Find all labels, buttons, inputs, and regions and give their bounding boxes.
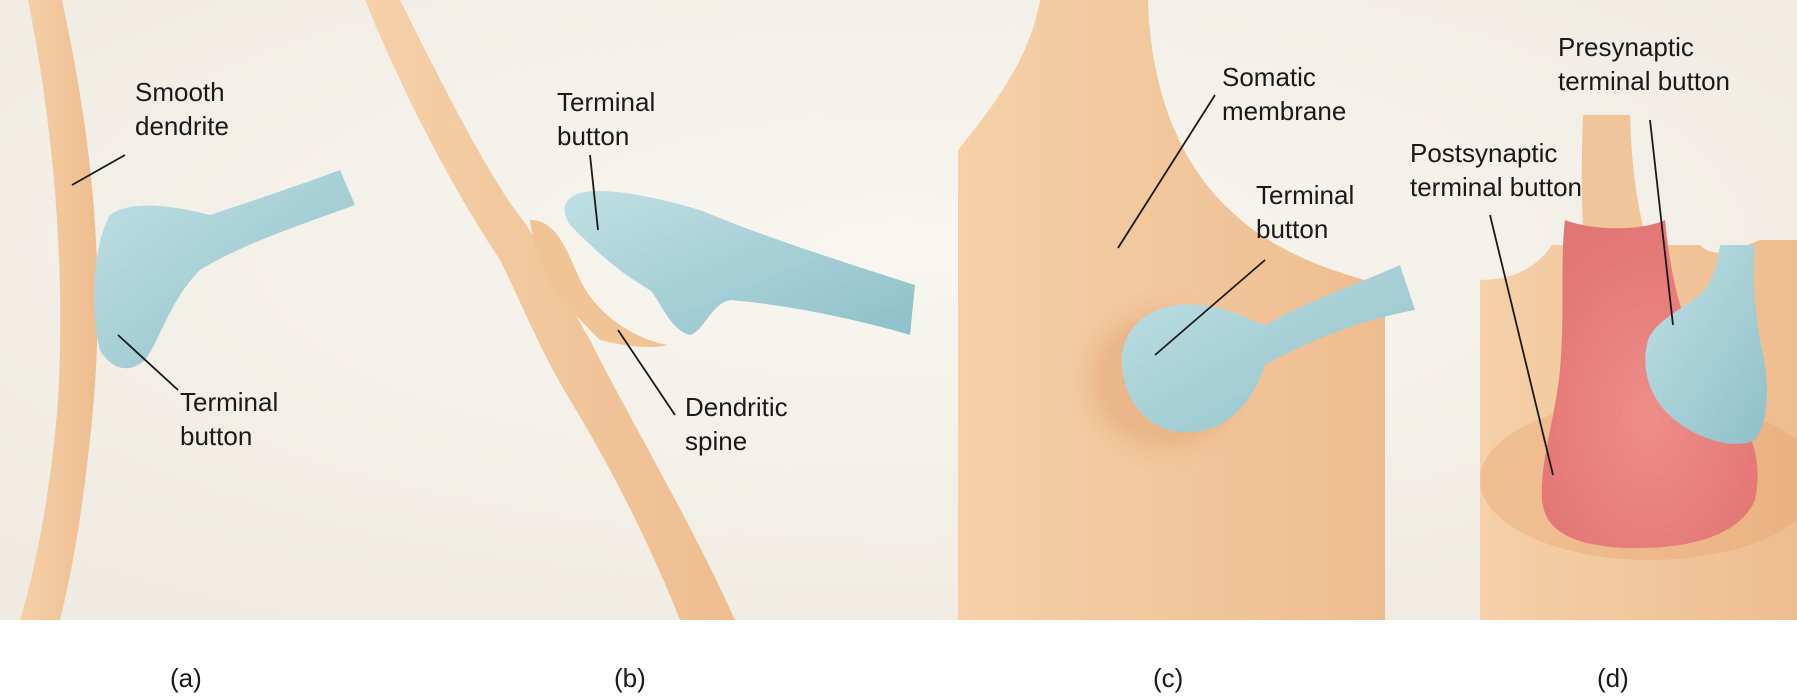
label-presynaptic-terminal-button: Presynaptic terminal button	[1558, 30, 1730, 98]
label-postsynaptic-terminal-button: Postsynaptic terminal button	[1410, 136, 1582, 204]
caption-b: (b)	[614, 663, 646, 693]
caption-c: (c)	[1153, 663, 1183, 693]
caption-d: (d)	[1597, 663, 1629, 693]
label-somatic-membrane: Somatic membrane	[1222, 60, 1346, 128]
caption-a: (a)	[170, 663, 202, 693]
label-terminal-button-a: Terminal button	[180, 385, 278, 453]
label-terminal-button-b: Terminal button	[557, 85, 655, 153]
label-dendritic-spine: Dendritic spine	[685, 390, 788, 458]
label-smooth-dendrite: Smooth dendrite	[135, 75, 229, 143]
label-terminal-button-c: Terminal button	[1256, 178, 1354, 246]
